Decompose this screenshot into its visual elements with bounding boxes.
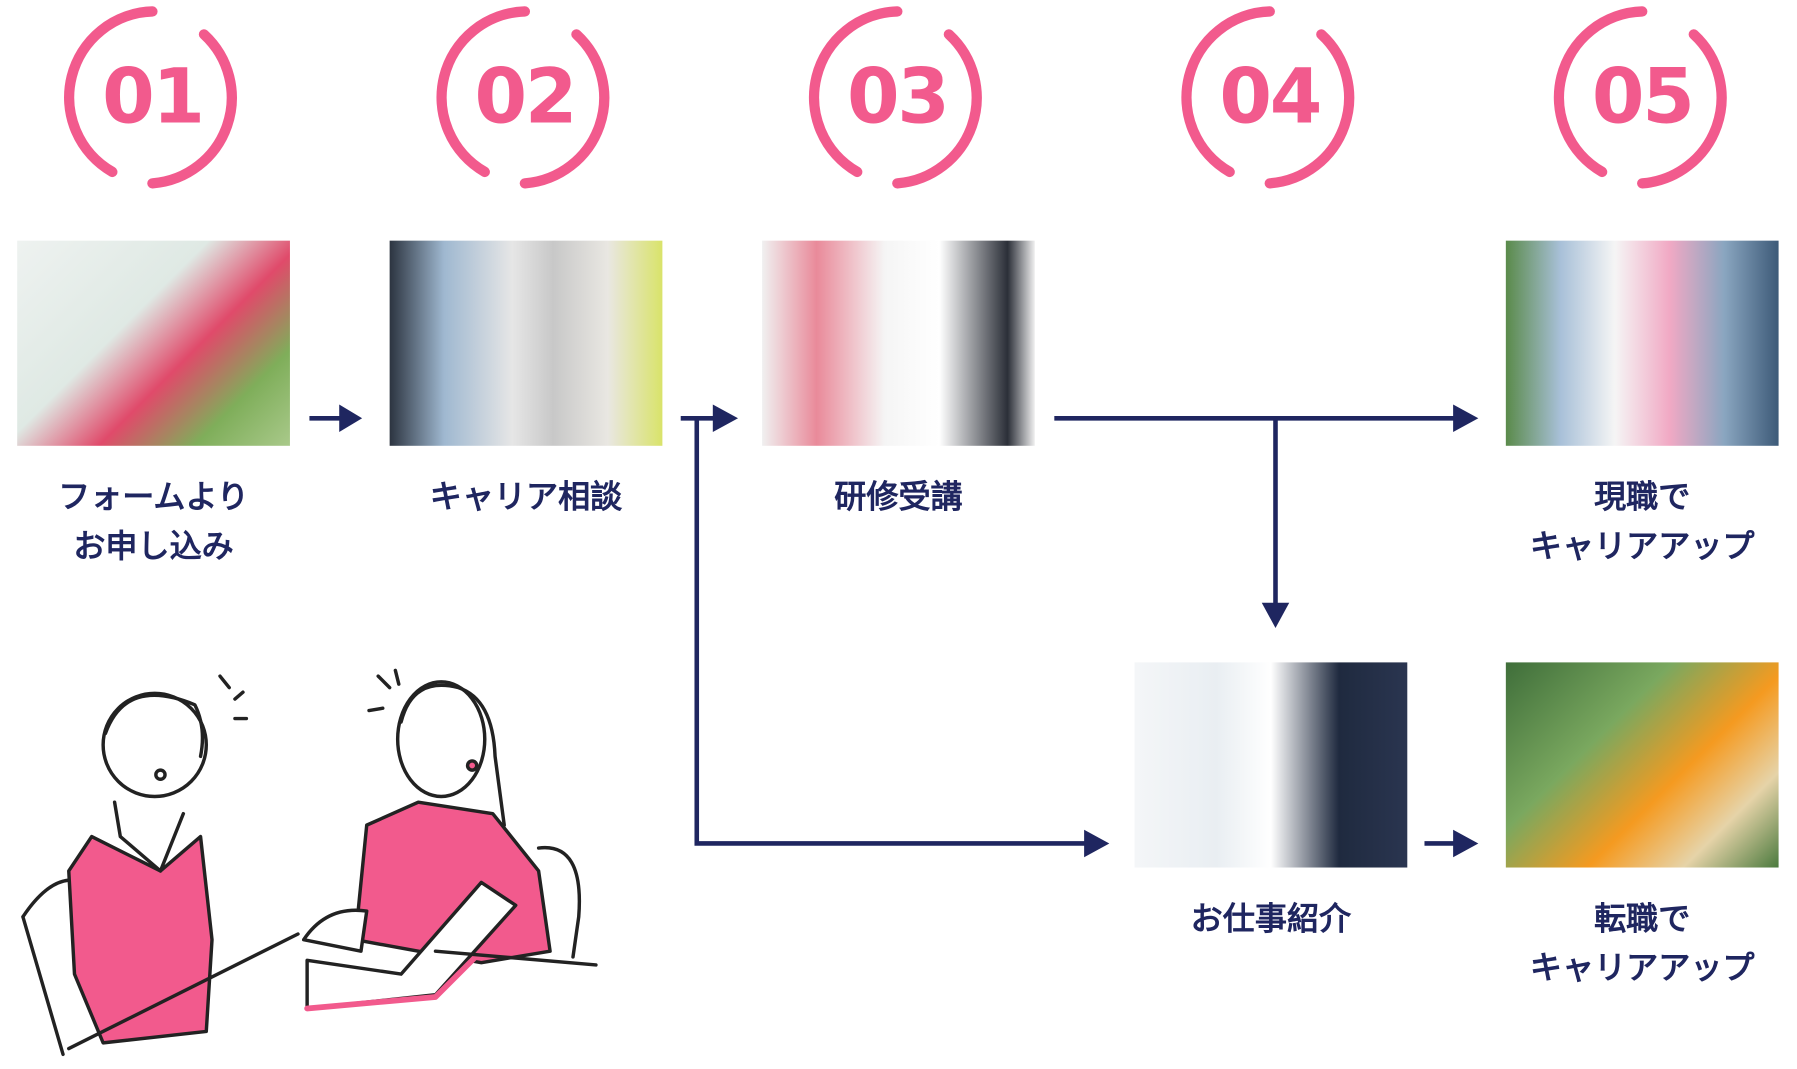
consultation-illustration — [21, 668, 598, 1057]
step-label-03: 研修受講 — [834, 477, 963, 516]
photo-training-seminar — [762, 240, 1035, 446]
step-label-02: キャリア相談 — [429, 477, 623, 516]
photo-woman-smartphone — [17, 240, 290, 446]
step-number-04: 04 — [1172, 0, 1367, 195]
step-number-01: 01 — [55, 0, 250, 195]
photo-worker-new-job — [1505, 662, 1779, 868]
step-number-02: 02 — [427, 0, 622, 195]
step-number-05: 05 — [1545, 0, 1740, 195]
step-label-04: お仕事紹介 — [1190, 899, 1352, 938]
step-label-05: 現職でキャリアアップ — [1529, 477, 1755, 565]
photo-job-introduction — [1134, 662, 1408, 868]
photo-career-consultation — [389, 240, 663, 446]
photo-nurse-current-job — [1505, 240, 1779, 446]
outcome-label-job-change: 転職でキャリアアップ — [1529, 899, 1755, 987]
step-number-03: 03 — [800, 0, 995, 195]
step-label-01: フォームよりお申し込み — [58, 477, 250, 565]
arrow-02-04 — [694, 418, 1087, 846]
